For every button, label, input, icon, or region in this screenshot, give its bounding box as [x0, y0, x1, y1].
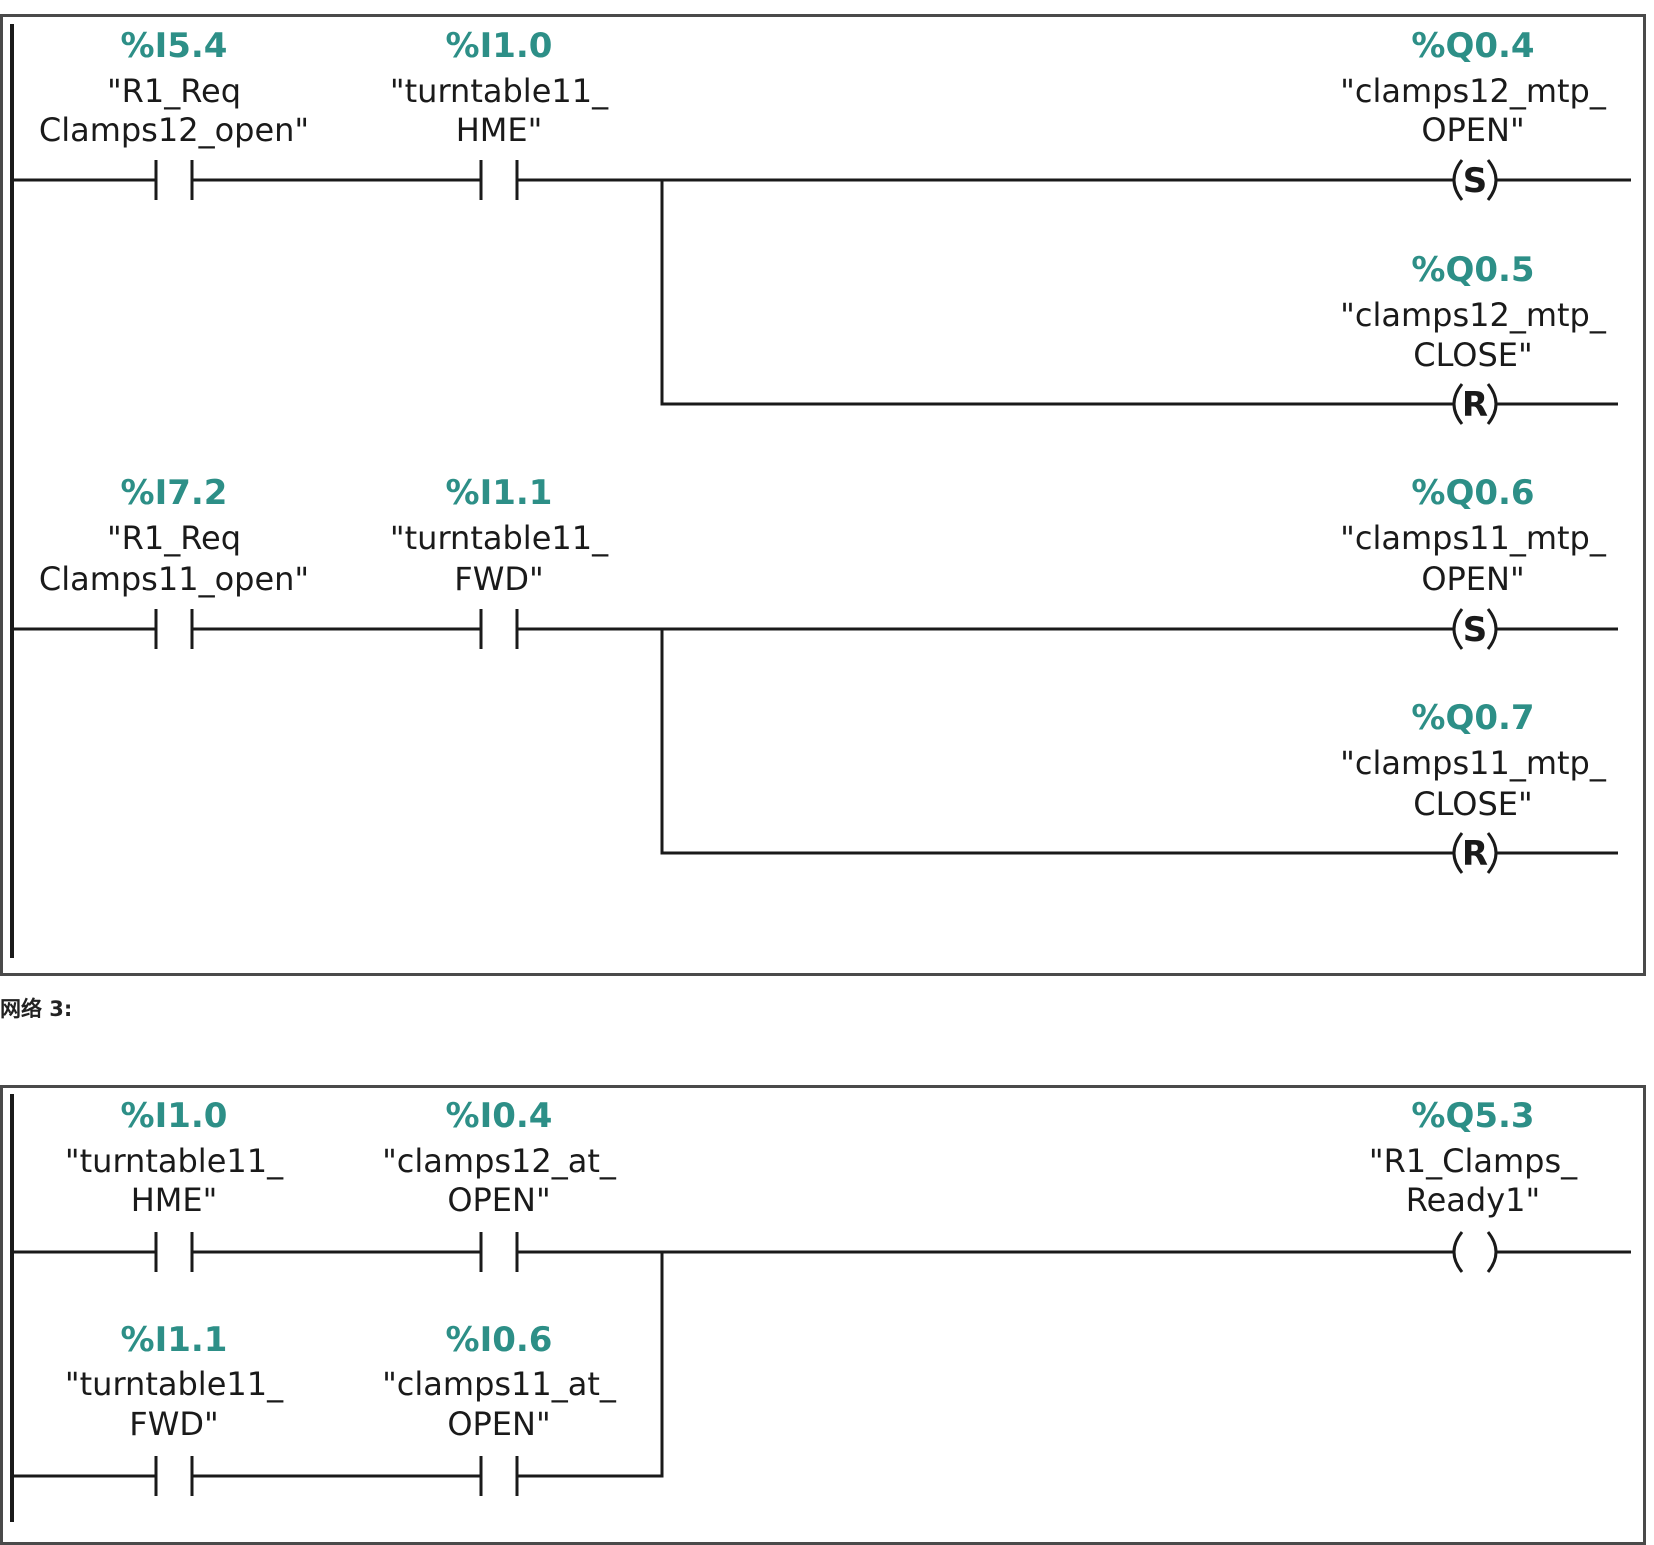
coil-type-letter: R: [1462, 385, 1488, 425]
contact-address: %I5.4: [121, 26, 228, 66]
contact-tag-line2: HME": [456, 111, 543, 149]
contact-tag-line2: FWD": [454, 560, 543, 598]
coil-symbol[interactable]: S: [1452, 159, 1498, 201]
branch-wire: [660, 629, 1618, 855]
contact-tag-line2: OPEN": [447, 1181, 550, 1219]
coil-symbols: S R S R: [1452, 159, 1498, 1273]
contact-tag-line1: "clamps11_at_: [382, 1365, 617, 1403]
coil-tag-line1: "R1_Clamps_: [1369, 1142, 1578, 1180]
contact-label: %I0.4 "clamps12_at_ OPEN": [382, 1096, 617, 1219]
contact-label: %I0.6 "clamps11_at_ OPEN": [382, 1320, 617, 1443]
coil-symbol[interactable]: S: [1452, 608, 1498, 650]
coil-label: %Q5.3 "R1_Clamps_ Ready1": [1369, 1096, 1578, 1219]
network-2-box[interactable]: [0, 14, 1646, 976]
coil-tag-line2: OPEN": [1421, 111, 1524, 149]
coil-tag-line1: "clamps12_mtp_: [1340, 72, 1607, 110]
contact-label: %I1.1 "turntable11_ FWD": [390, 473, 609, 598]
contact-symbol[interactable]: [479, 609, 519, 649]
coil-type-letter: R: [1462, 834, 1488, 874]
contact-symbol[interactable]: [154, 1232, 194, 1272]
contact-address: %I1.0: [446, 26, 553, 66]
contact-tag-line1: "turntable11_: [65, 1365, 284, 1403]
coil-address: %Q0.4: [1411, 26, 1534, 66]
contact-address: %I1.1: [446, 473, 553, 513]
contact-tag-line2: Clamps12_open": [39, 111, 309, 149]
contact-tag-line2: Clamps11_open": [39, 560, 309, 598]
coil-symbol[interactable]: [1452, 1231, 1498, 1273]
contact-label: %I1.1 "turntable11_ FWD": [65, 1320, 284, 1443]
coil-label: %Q0.4 "clamps12_mtp_ OPEN": [1340, 26, 1607, 149]
contact-tag-line2: HME": [131, 1181, 218, 1219]
network-3-label: 网络 3:: [0, 997, 73, 1021]
coil-address: %Q0.5: [1411, 250, 1534, 290]
contact-address: %I0.6: [446, 1320, 553, 1360]
contact-symbol[interactable]: [479, 1232, 519, 1272]
coil-symbol[interactable]: R: [1452, 383, 1498, 425]
parallel-branch-wire: [12, 1252, 664, 1478]
coil-tag-line2: Ready1": [1406, 1181, 1540, 1219]
coil-address: %Q0.6: [1411, 473, 1534, 513]
coil-label: %Q0.5 "clamps12_mtp_ CLOSE": [1340, 250, 1607, 374]
coil-symbol[interactable]: R: [1452, 832, 1498, 874]
contact-symbol[interactable]: [154, 160, 194, 200]
branch-wire: [660, 180, 1618, 406]
contact-label: %I7.2 "R1_Req Clamps11_open": [39, 473, 309, 598]
contact-tag-line1: "turntable11_: [390, 72, 609, 110]
contact-symbol[interactable]: [479, 1456, 519, 1496]
coil-tag-line1: "clamps11_mtp_: [1340, 519, 1607, 557]
contact-tag-line1: "turntable11_: [65, 1142, 284, 1180]
coil-tag-line1: "clamps11_mtp_: [1340, 744, 1607, 782]
contact-tag-line2: FWD": [129, 1405, 218, 1443]
coil-tag-line2: CLOSE": [1413, 336, 1532, 374]
coil-type-letter: S: [1463, 161, 1488, 201]
coil-tag-line2: CLOSE": [1413, 785, 1532, 823]
contact-address: %I1.0: [121, 1096, 228, 1136]
contact-symbol[interactable]: [154, 609, 194, 649]
coil-label: %Q0.6 "clamps11_mtp_ OPEN": [1340, 473, 1607, 598]
coil-address: %Q0.7: [1411, 698, 1534, 738]
contact-symbol[interactable]: [479, 160, 519, 200]
contact-label: %I1.0 "turntable11_ HME": [65, 1096, 284, 1219]
contact-address: %I0.4: [446, 1096, 553, 1136]
coil-type-letter: S: [1463, 610, 1488, 650]
contact-symbols: [154, 160, 519, 1496]
contact-label: %I5.4 "R1_Req Clamps12_open": [39, 26, 309, 149]
contact-address: %I1.1: [121, 1320, 228, 1360]
contact-label: %I1.0 "turntable11_ HME": [390, 26, 609, 149]
coil-tag-line1: "clamps12_mtp_: [1340, 296, 1607, 334]
coil-address: %Q5.3: [1411, 1096, 1534, 1136]
contact-tag-line1: "R1_Req: [107, 72, 241, 110]
coil-tag-line2: OPEN": [1421, 560, 1524, 598]
contact-address: %I7.2: [121, 473, 228, 513]
contact-tag-line1: "R1_Req: [107, 519, 241, 557]
contact-symbol[interactable]: [154, 1456, 194, 1496]
contact-tag-line1: "clamps12_at_: [382, 1142, 617, 1180]
coil-label: %Q0.7 "clamps11_mtp_ CLOSE": [1340, 698, 1607, 823]
contact-tag-line1: "turntable11_: [390, 519, 609, 557]
contact-tag-line2: OPEN": [447, 1405, 550, 1443]
